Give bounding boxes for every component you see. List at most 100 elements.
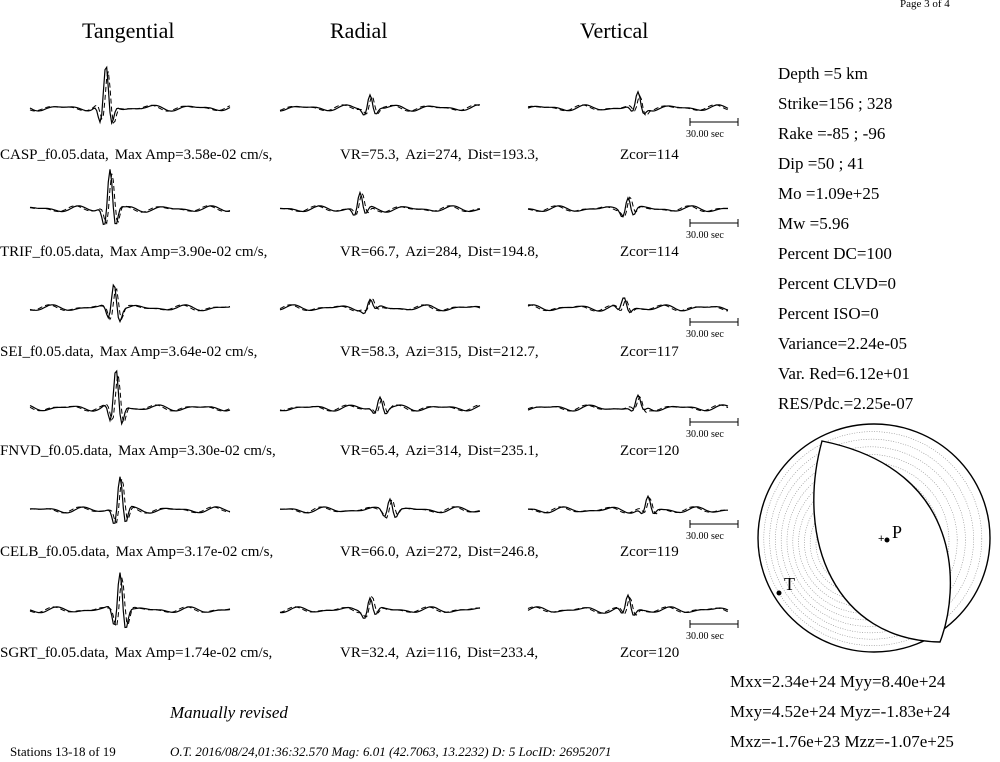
station-metrics: VR=66.7,Azi=284,Dist=194.8,Zcor=114 [340, 244, 679, 261]
station-distance: Dist=246.8, [467, 544, 539, 560]
param-res-pdc: RES/Pdc.=2.25e-07 [778, 394, 914, 413]
synthetic-trace [527, 94, 729, 117]
beachball-contour [780, 454, 958, 627]
page-label: Page 3 of 4 [900, 0, 950, 10]
param-mw: Mw =5.96 [778, 214, 849, 233]
focal-mechanism-beachball: + [757, 423, 991, 653]
station-azimuth: Azi=284, [405, 244, 462, 260]
observed-trace [527, 90, 729, 115]
synthetic-trace [527, 395, 729, 414]
observed-trace [279, 190, 481, 216]
p-axis-label: P [892, 522, 903, 542]
station-azimuth: Azi=274, [405, 147, 462, 163]
synthetic-trace [527, 196, 728, 218]
synthetic-trace [29, 374, 231, 424]
station-azimuth: Azi=315, [405, 344, 462, 360]
time-scale-bar [689, 318, 739, 326]
station-metrics: VR=32.4,Azi=116,Dist=233.4,Zcor=120 [340, 645, 679, 662]
synthetic-trace [280, 397, 481, 414]
observed-trace [29, 572, 231, 629]
station-azimuth: Azi=272, [405, 544, 462, 560]
time-scale-bar [689, 620, 739, 628]
time-scale-bar [689, 520, 739, 528]
time-scale-label: 30.00 sec [686, 230, 724, 241]
synthetic-trace [29, 577, 231, 629]
station-zcor: Zcor=117 [620, 344, 679, 360]
synthetic-trace [280, 191, 481, 215]
station-name: CELB_f0.05.data, [0, 544, 110, 560]
observed-trace [527, 196, 728, 218]
station-distance: Dist=235.1, [467, 443, 539, 459]
synthetic-trace [279, 94, 481, 115]
station-zcor: Zcor=119 [620, 544, 679, 560]
station-max-amp: Max Amp=3.90e-02 cm/s, [109, 244, 268, 260]
observed-trace [29, 169, 231, 226]
station-row: SEI_f0.05.data, Max Amp=3.64e-02 cm/s, VR=… [0, 344, 679, 361]
synthetic-trace [279, 595, 481, 618]
station-name: TRIF_f0.05.data, [0, 244, 104, 260]
observed-trace [29, 476, 231, 524]
param-depth: Depth =5 km [778, 64, 868, 83]
footer-stations: Stations 13-18 of 19 [10, 744, 116, 759]
param-dip: Dip =50 ; 41 [778, 154, 865, 173]
station-row: FNVD_f0.05.data,Max Amp=3.30e-02 cm/s,VR… [0, 443, 679, 460]
station-row: CELB_f0.05.data, Max Amp=3.17e-02 cm/s, VR… [0, 544, 679, 561]
station-distance: Dist=194.8, [467, 244, 539, 260]
observed-trace [29, 65, 231, 126]
station-zcor: Zcor=120 [620, 443, 680, 459]
synthetic-trace [29, 287, 231, 321]
moment-tensor-row-2: Mxy=4.52e+24 Myz=-1.83e+24 [730, 702, 951, 721]
synthetic-trace [527, 497, 728, 515]
station-row: CASP_f0.05.data,Max Amp=3.58e-02 cm/s,VR… [0, 147, 679, 164]
station-max-amp: Max Amp=3.64e-02 cm/s, [99, 344, 258, 360]
synthetic-trace [527, 298, 729, 313]
station-max-amp: Max Amp=1.74e-02 cm/s, [114, 645, 273, 661]
observed-trace [527, 593, 729, 616]
station-distance: Dist=233.4, [467, 645, 539, 661]
param-dc: Percent DC=100 [778, 244, 892, 263]
synthetic-trace [280, 498, 481, 519]
param-strike: Strike=156 ; 328 [778, 94, 893, 113]
t-axis-label: T [784, 574, 795, 594]
param-mo: Mo =1.09e+25 [778, 184, 880, 203]
station-max-amp: Max Amp=3.17e-02 cm/s, [115, 544, 274, 560]
station-zcor: Zcor=114 [620, 147, 679, 163]
footer-origin-info: O.T. 2016/08/24,01:36:32.570 Mag: 6.01 (… [170, 744, 612, 759]
param-variance: Variance=2.24e-05 [778, 334, 908, 353]
station-row: TRIF_f0.05.data,Max Amp=3.90e-02 cm/s,VR… [0, 244, 679, 261]
station-vr: VR=66.0, [340, 544, 400, 560]
moment-tensor-row-3: Mxz=-1.76e+23 Mzz=-1.07e+25 [730, 732, 954, 751]
time-scale-label: 30.00 sec [686, 329, 724, 340]
synthetic-trace [527, 596, 729, 616]
station-metrics: VR=66.0, Azi=272, Dist=246.8, Zcor=119 [340, 544, 679, 561]
column-title-radial: Radial [330, 18, 388, 43]
time-scale-label: 30.00 sec [686, 631, 724, 642]
time-scale-bar [689, 219, 739, 227]
station-azimuth: Azi=116, [405, 645, 462, 661]
time-scale-bar [689, 418, 739, 426]
station-row: SGRT_f0.05.data,Max Amp=1.74e-02 cm/s,VR… [0, 645, 679, 662]
station-name: FNVD_f0.05.data, [0, 443, 113, 459]
observed-trace [279, 497, 481, 519]
moment-tensor-row-1: Mxx=2.34e+24 Myy=8.40e+24 [730, 672, 946, 691]
station-vr: VR=58.3, [340, 344, 400, 360]
observed-trace [527, 393, 729, 412]
station-distance: Dist=193.3, [467, 147, 539, 163]
station-metrics: VR=75.3, Azi=274, Dist=193.3, Zcor=114 [340, 147, 679, 164]
observed-trace [279, 596, 481, 619]
param-clvd: Percent CLVD=0 [778, 274, 897, 293]
observed-trace [279, 395, 481, 415]
manual-revision-note: Manually revised [170, 703, 288, 722]
beachball-contour [769, 438, 974, 640]
column-title-vertical: Vertical [580, 18, 649, 43]
time-scale-bar [689, 118, 739, 126]
param-iso: Percent ISO=0 [778, 304, 879, 323]
observed-trace [279, 298, 481, 315]
synthetic-trace [29, 71, 231, 124]
synthetic-trace [29, 173, 231, 225]
station-vr: VR=75.3, [340, 147, 400, 163]
station-metrics: VR=58.3,Azi=315,Dist=212.7,Zcor=117 [340, 344, 679, 361]
station-azimuth: Azi=314, [405, 443, 462, 459]
station-name: SEI_f0.05.data, [0, 344, 94, 360]
